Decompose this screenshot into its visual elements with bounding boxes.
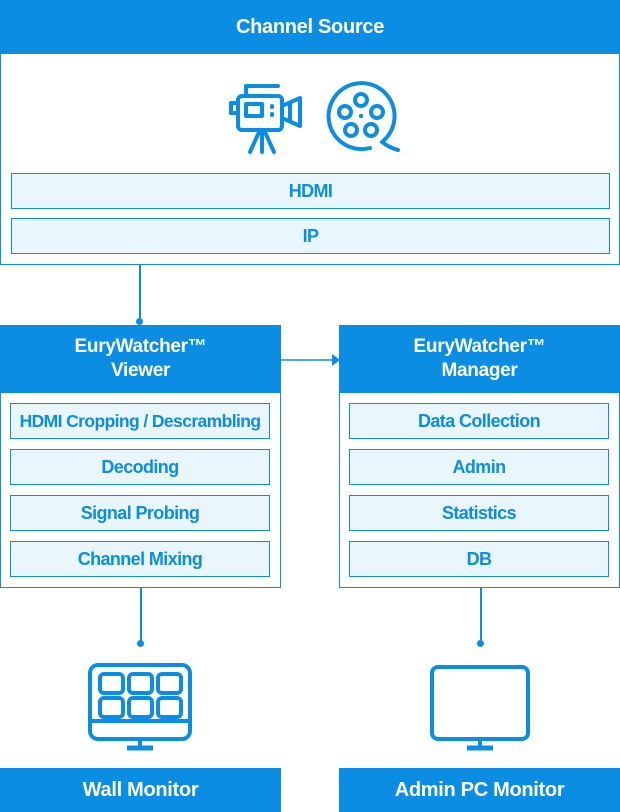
- arrow-viewer-manager: [280, 354, 340, 366]
- pc-monitor-icon: [430, 665, 530, 751]
- manager-item-data-collection: Data Collection: [349, 403, 609, 439]
- connector-dot: [477, 640, 484, 647]
- viewer-header: EuryWatcher™ Viewer: [0, 325, 281, 393]
- manager-title-line2: Manager: [441, 360, 518, 381]
- viewer-title-line2: Viewer: [110, 360, 171, 381]
- viewer-item-signal-probing: Signal Probing: [10, 495, 270, 531]
- connector-viewer-wall: [140, 587, 142, 643]
- admin-pc-monitor-label: Admin PC Monitor: [339, 768, 620, 812]
- viewer-title-line1: EuryWatcher™: [74, 336, 207, 357]
- video-wall-monitor-icon: [88, 663, 192, 751]
- manager-title-line1: EuryWatcher™: [413, 336, 546, 357]
- manager-item-admin: Admin: [349, 449, 609, 485]
- manager-header: EuryWatcher™ Manager: [339, 325, 620, 393]
- viewer-item-decoding: Decoding: [10, 449, 270, 485]
- manager-item-db: DB: [349, 541, 609, 577]
- connector-source-viewer: [139, 264, 141, 324]
- viewer-item-cropping: HDMI Cropping / Descrambling: [10, 403, 270, 439]
- source-item-hdmi: HDMI: [11, 173, 610, 209]
- film-reel-icon: [326, 81, 400, 152]
- source-item-ip: IP: [11, 218, 610, 254]
- connector-manager-admin: [480, 587, 482, 643]
- video-camera-icon: [229, 84, 302, 154]
- manager-item-statistics: Statistics: [349, 495, 609, 531]
- wall-monitor-label: Wall Monitor: [0, 768, 281, 812]
- connector-dot: [137, 640, 144, 647]
- channel-source-title: Channel Source: [235, 15, 385, 38]
- channel-source-header: Channel Source: [0, 0, 620, 54]
- connector-dot: [136, 318, 143, 325]
- viewer-item-channel-mixing: Channel Mixing: [10, 541, 270, 577]
